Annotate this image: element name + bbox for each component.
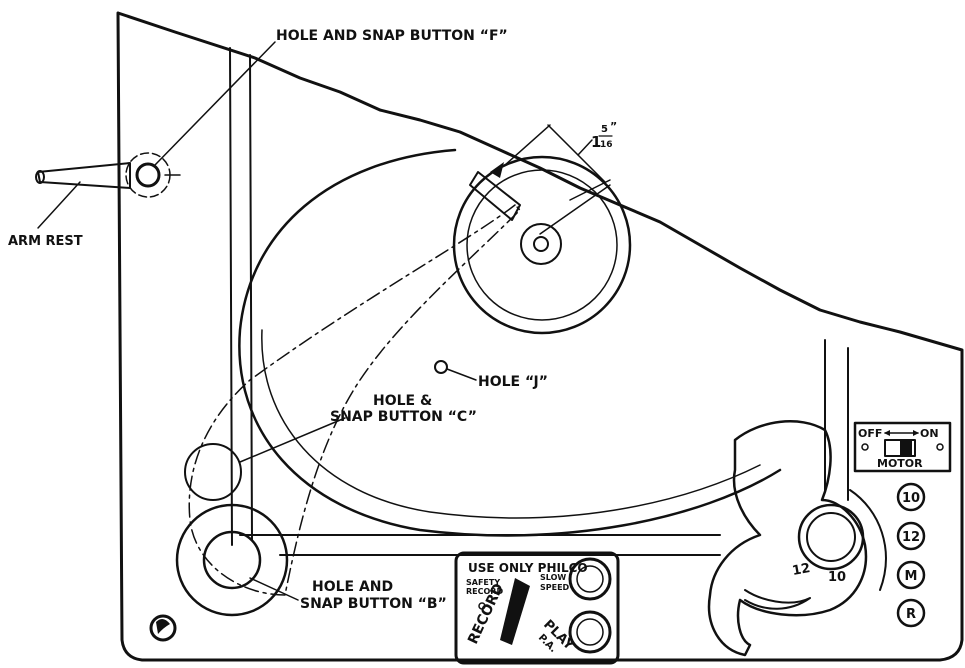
dim-line: [547, 124, 606, 183]
speed-button-r[interactable]: R: [896, 598, 926, 628]
slow-speed-knob[interactable]: [568, 557, 612, 601]
motor-switch-arrow-left: [884, 430, 890, 436]
record-panel-screw: [478, 602, 486, 610]
hole-c-label-1: HOLE &: [373, 393, 432, 409]
slow-speed-knob-inner: [576, 565, 604, 593]
motor-switch-arrow-right: [913, 430, 919, 436]
right-frame: [824, 339, 849, 501]
hole-f: [135, 162, 161, 188]
speed-dial-12: 12: [791, 561, 811, 579]
arm-rest-tip: [35, 170, 45, 184]
cam-lever[interactable]: [707, 420, 868, 657]
speed-dial-outer: [797, 503, 865, 571]
hole-b: [202, 530, 262, 590]
dim-denominator: 16: [600, 140, 613, 150]
play-pa-knob[interactable]: [568, 610, 612, 654]
arm-swing-path: [188, 204, 521, 596]
arm-rest-leader: [37, 181, 81, 229]
motor-off-label: OFF: [858, 427, 882, 440]
record-panel-speed: SPEED: [540, 583, 570, 592]
motor-switch-toggle[interactable]: [900, 441, 912, 455]
hole-b-label-1: HOLE AND: [312, 579, 393, 595]
speed-dial-10: 10: [828, 570, 846, 585]
motor-switch-plate: [853, 421, 952, 473]
speed-button-12[interactable]: 12: [896, 521, 926, 551]
dim-whole: 1: [591, 133, 601, 151]
motor-label: MOTOR: [877, 457, 923, 470]
corner-screw: [149, 614, 177, 642]
speed-button-m-label: M: [905, 569, 918, 584]
cam-hook: [744, 589, 811, 610]
record-panel-safety: SAFETY: [466, 578, 500, 587]
dim-extension-a: [504, 124, 551, 166]
record-panel-record-small: RECORD: [466, 587, 503, 596]
dim-numerator: 5: [601, 124, 608, 135]
channel-left-line-2: [249, 54, 253, 541]
speed-dial-inner[interactable]: [806, 512, 856, 562]
record-panel-header: USE ONLY PHILCO: [468, 561, 588, 575]
spindle-outer: [520, 223, 562, 265]
speed-button-10[interactable]: 10: [896, 482, 926, 512]
hole-b-outer: [175, 503, 289, 617]
speed-button-10-label: 10: [902, 491, 920, 506]
tone-arm: [469, 171, 521, 221]
play-pa-knob-inner: [576, 618, 604, 646]
motor-switch[interactable]: OFF ON MOTOR: [853, 421, 952, 473]
hole-f-label: HOLE AND SNAP BUTTON “F”: [276, 28, 508, 44]
inner-arc: [261, 329, 761, 519]
hole-j: [434, 360, 448, 374]
dim-inch-mark: ”: [610, 120, 617, 133]
speed-button-m[interactable]: M: [896, 560, 926, 590]
motor-switch-screw-right: [936, 443, 944, 451]
arm-rest: [37, 162, 131, 189]
channel-left-line-1: [229, 47, 233, 546]
arm-rest-label: ARM REST: [8, 234, 83, 249]
hole-f-leader: [154, 41, 276, 166]
dim-center-line: [539, 184, 611, 235]
corner-screw-shade: [156, 618, 170, 634]
hole-c-label-2: SNAP BUTTON “C”: [330, 409, 477, 425]
hole-f-outer: [125, 152, 171, 198]
hole-c-leader: [239, 417, 346, 463]
cam-arc: [849, 489, 887, 591]
hole-j-leader: [446, 368, 477, 381]
motor-switch-screw-left: [861, 443, 869, 451]
record-panel-slow: SLOW: [540, 573, 566, 582]
record-panel-frame: [454, 551, 620, 665]
motor-switch-slot: [884, 439, 916, 457]
speed-button-12-label: 12: [902, 530, 920, 545]
turntable-inner-ring: [466, 169, 618, 321]
turntable-outer-ring: [452, 155, 632, 335]
spindle-inner: [533, 236, 549, 252]
record-lever[interactable]: [500, 578, 530, 645]
dim-extension-b: [569, 179, 611, 201]
panel-outline: [116, 11, 964, 662]
hole-j-label: HOLE “J”: [478, 374, 548, 390]
speed-button-r-label: R: [906, 607, 916, 622]
hole-c: [184, 443, 242, 501]
hole-b-label-2: SNAP BUTTON “B”: [300, 596, 447, 612]
motor-on-label: ON: [920, 427, 939, 440]
record-play-panel: USE ONLY PHILCO SAFETY RECORD SLOW SPEED…: [454, 551, 620, 665]
hole-b-leader: [249, 577, 299, 601]
dim-leader: [577, 139, 593, 156]
turntable-arc: [238, 148, 782, 537]
